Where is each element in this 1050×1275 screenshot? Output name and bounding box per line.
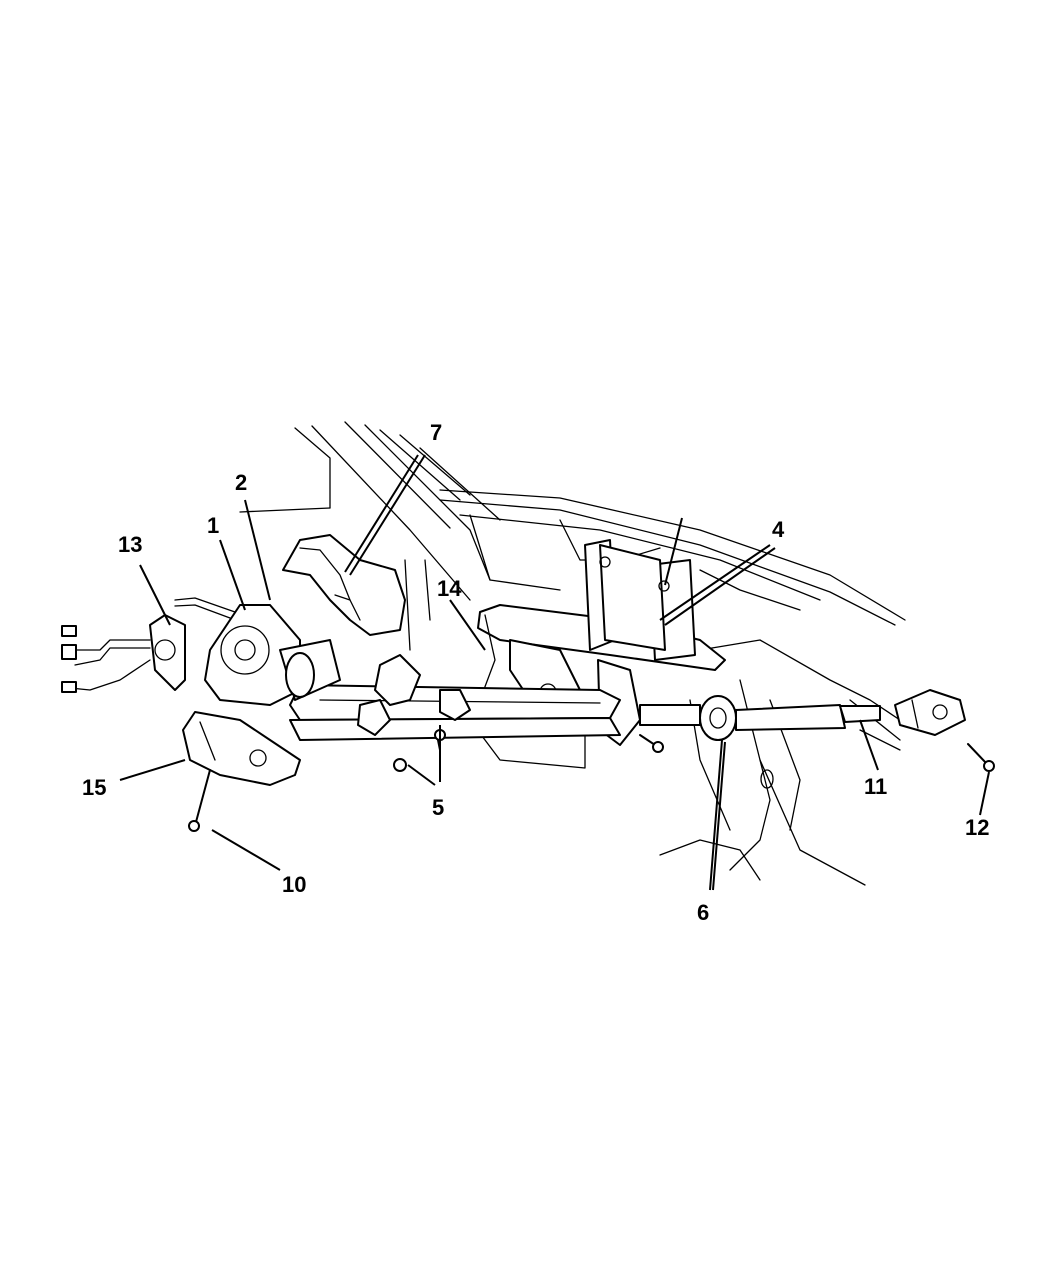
leader-5b [407, 764, 436, 786]
bracket-bolt [639, 734, 664, 753]
leader-12 [979, 771, 990, 816]
leader-6b [712, 741, 726, 891]
callout-15: 15 [82, 775, 106, 800]
callout-13: 13 [118, 532, 142, 557]
clockspring [61, 614, 186, 693]
callout-14: 14 [437, 576, 462, 601]
dash-panel-structure [239, 421, 906, 886]
lock-housing [174, 597, 341, 706]
lower-shroud [182, 711, 301, 786]
steering-column-tube [289, 654, 621, 741]
leader-15 [119, 759, 186, 781]
callout-2: 2 [235, 470, 247, 495]
leader-10 [211, 829, 281, 871]
callout-6: 6 [697, 900, 709, 925]
leader-11 [859, 719, 879, 771]
callout-5: 5 [432, 795, 444, 820]
shaft-coupler [894, 689, 966, 736]
leader-lines [119, 454, 990, 891]
callout-1: 1 [207, 513, 219, 538]
leader-4c [664, 517, 683, 586]
leader-1 [219, 539, 246, 611]
coupler-bolt [967, 743, 995, 772]
callout-labels: 13 1 2 7 14 4 5 6 11 12 15 10 [82, 420, 989, 925]
callout-10: 10 [282, 872, 306, 897]
callout-4: 4 [772, 517, 785, 542]
upper-shroud [282, 534, 406, 636]
leader-7a [344, 454, 419, 573]
callout-7: 7 [430, 420, 442, 445]
leader-2 [244, 499, 271, 601]
callout-11: 11 [864, 774, 887, 799]
leader-6a [709, 739, 723, 891]
shroud-bolt [188, 769, 211, 832]
callout-12: 12 [965, 815, 989, 840]
leader-7b [349, 454, 426, 576]
leader-13 [139, 564, 171, 626]
intermediate-shaft [639, 695, 881, 741]
column-nuts [393, 729, 446, 772]
leader-14 [449, 599, 486, 651]
leader-4b [664, 547, 776, 626]
leader-4a [659, 544, 771, 621]
